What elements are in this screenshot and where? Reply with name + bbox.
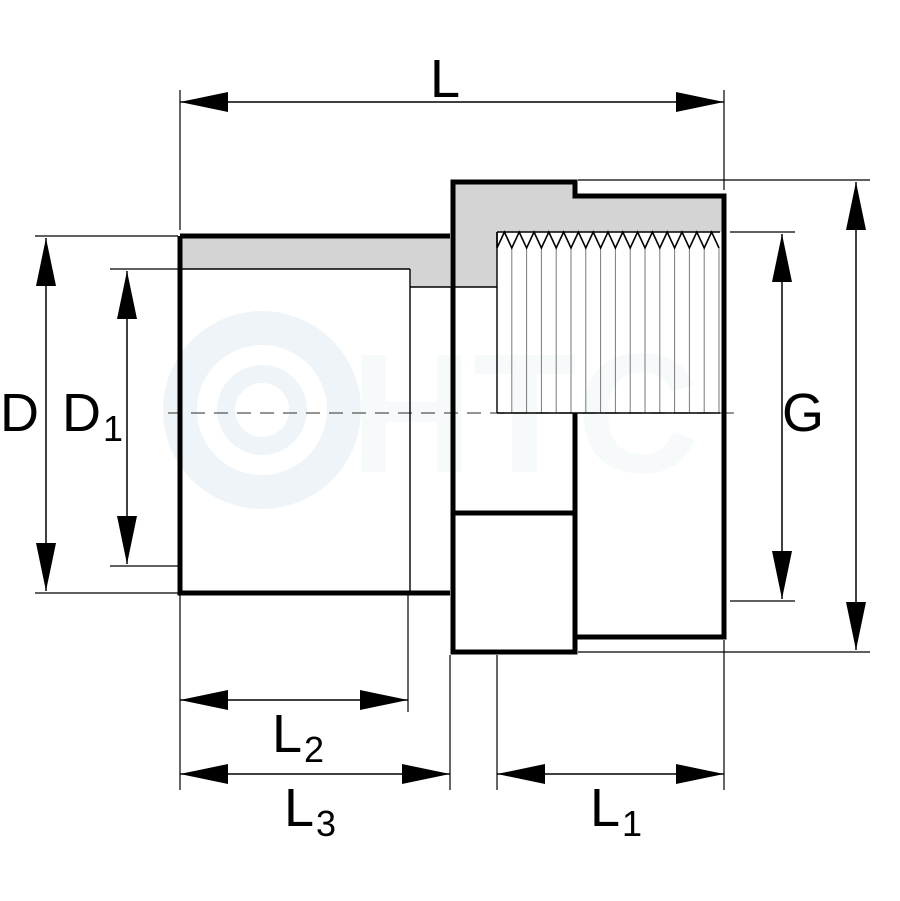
inner-step-outline	[453, 413, 578, 637]
thread-profile	[496, 230, 720, 250]
socket-wall-section	[180, 236, 450, 287]
dim-label-L1: L1	[590, 778, 642, 844]
watermark-logo: HTC	[163, 311, 699, 509]
socket-outline	[177, 233, 450, 596]
dim-label-D1: D1	[62, 383, 123, 449]
extension-lines	[35, 90, 870, 790]
dimension-lines	[36, 92, 866, 784]
threaded-body-outline	[450, 179, 727, 655]
threaded-body-wall-section	[453, 182, 724, 287]
dim-label-L2: L2	[272, 704, 324, 770]
dim-label-D: D	[0, 383, 39, 443]
fitting-outline	[177, 179, 727, 655]
dim-label-G: G	[782, 383, 824, 443]
internal-contour-lines	[180, 231, 720, 591]
watermark-text: HTC	[350, 319, 699, 509]
dim-label-L3: L3	[284, 778, 336, 844]
internal-thread-hatching	[496, 230, 720, 413]
dim-label-L: L	[430, 49, 460, 109]
